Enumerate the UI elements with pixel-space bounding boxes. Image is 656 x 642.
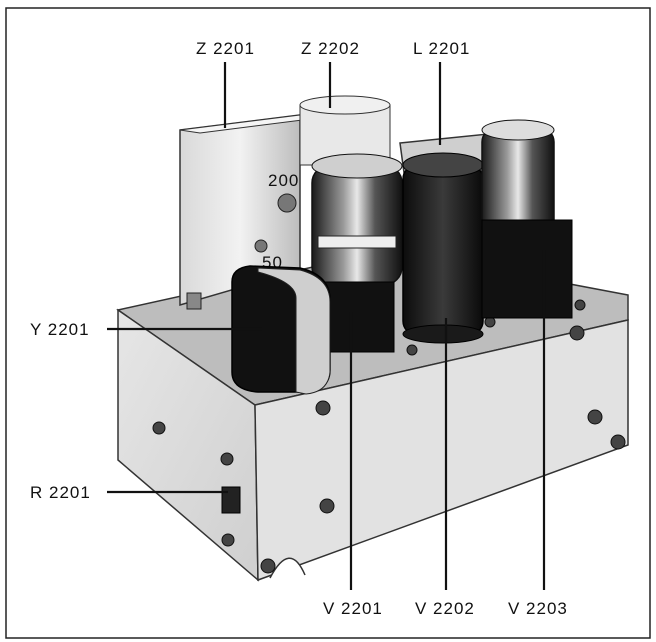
label-l2201: L 2201 [413, 39, 470, 58]
label-z2202: Z 2202 [301, 39, 360, 58]
dial-marking-200: 200 [268, 171, 299, 190]
tube-v2201 [311, 153, 403, 353]
label-r2201: R 2201 [30, 483, 91, 502]
transformer-z2201: 200 50 [179, 114, 319, 310]
tube-v2203 [481, 119, 573, 319]
label-v2201: V 2201 [323, 599, 383, 618]
tube-v2202 [402, 152, 484, 344]
component-y2201 [231, 265, 331, 395]
label-z2201: Z 2201 [196, 39, 255, 58]
leader-lines [107, 62, 546, 590]
label-v2203: V 2203 [508, 599, 568, 618]
label-v2202: V 2202 [415, 599, 475, 618]
figure-frame [5, 7, 651, 639]
label-y2201: Y 2201 [30, 320, 90, 339]
